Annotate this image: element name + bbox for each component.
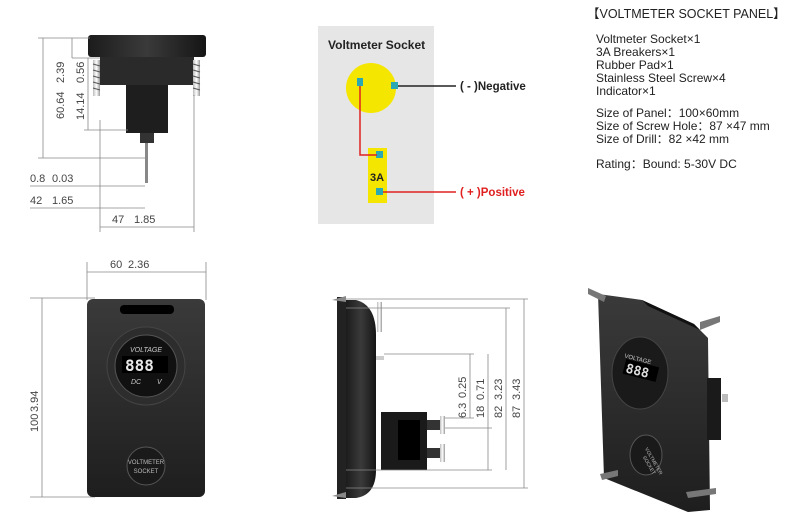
top-view-pin bbox=[145, 143, 148, 183]
dim-width: 47 bbox=[112, 214, 124, 226]
dim-front-width-in: 2.36 bbox=[128, 259, 149, 271]
spec-contents-list: Voltmeter Socket×1 3A Breakers×1 Rubber … bbox=[596, 33, 726, 98]
negative-label: ( - )Negative bbox=[460, 81, 526, 93]
dim-side-4-in: 3.43 bbox=[511, 379, 523, 400]
dim-pin-len-in: 1.65 bbox=[52, 195, 73, 207]
side-view-drawing: 6.3 0.25 18 0.71 82 3.23 87 3.43 bbox=[332, 296, 528, 499]
spec-size: Size of Panel：100×60mm bbox=[596, 106, 740, 120]
terminal-socket-pos bbox=[357, 78, 363, 86]
dim-side-2: 18 bbox=[475, 406, 487, 418]
spec-size: Size of Drill：82 ×42 mm bbox=[596, 132, 730, 146]
spec-sizes-list: Size of Panel：100×60mm Size of Screw Hol… bbox=[596, 107, 770, 146]
front-slot bbox=[120, 305, 174, 314]
top-view-housing bbox=[100, 57, 194, 85]
front-view-drawing: 60 2.36 100 3.94 VOLTAGE 888 DC V VOLTME… bbox=[29, 259, 207, 498]
side-terminal-bottom bbox=[440, 444, 445, 462]
dim-flange-in: 0.56 bbox=[75, 62, 87, 83]
dim-side-4: 87 bbox=[511, 406, 523, 418]
spec-item: Indicator×1 bbox=[596, 84, 656, 98]
perspective-socket bbox=[629, 434, 663, 476]
dim-width-in: 1.85 bbox=[134, 214, 155, 226]
dim-side-2-in: 0.71 bbox=[475, 379, 487, 400]
v-label: V bbox=[157, 379, 163, 386]
top-view-drawing: 60.64 2.39 14.14 0.56 0.8 0.03 42 1.65 4… bbox=[30, 35, 206, 232]
socket-cap-line1: VOLTMETER bbox=[128, 460, 165, 466]
dc-label: DC bbox=[131, 379, 142, 386]
dim-pin: 0.8 bbox=[30, 173, 45, 185]
spec-rating: Rating：Bound: 5-30V DC bbox=[596, 157, 737, 171]
socket-cap bbox=[126, 446, 166, 486]
top-view-flange bbox=[88, 35, 206, 57]
dim-side-3-in: 3.23 bbox=[493, 379, 505, 400]
dim-side-3: 82 bbox=[493, 406, 505, 418]
spec-size: Size of Screw Hole：87 ×47 mm bbox=[596, 119, 770, 133]
dim-side-1-in: 0.25 bbox=[457, 377, 469, 398]
spec-item: Voltmeter Socket×1 bbox=[596, 32, 701, 46]
perspective-view-drawing: VOLTAGE 888 VOLTMETER SOCKET bbox=[588, 288, 728, 512]
wire-breaker bbox=[359, 86, 377, 156]
perspective-back bbox=[707, 378, 721, 440]
perspective-digits: 888 bbox=[624, 362, 651, 382]
socket-cap-line2: SOCKET bbox=[134, 469, 159, 475]
screw-right bbox=[193, 60, 200, 96]
dim-front-width: 60 bbox=[110, 259, 122, 271]
wiring-diagram: Voltmeter Socket ( - )Negative 3A ( + )P… bbox=[318, 26, 526, 224]
wiring-title: Voltmeter Socket bbox=[328, 38, 425, 52]
dim-front-height-in: 3.94 bbox=[29, 391, 41, 412]
voltmeter-digits: 888 bbox=[125, 356, 154, 375]
socket-circle bbox=[346, 63, 396, 113]
spec-item: Rubber Pad×1 bbox=[596, 58, 674, 72]
spec-item: Stainless Steel Screw×4 bbox=[596, 71, 726, 85]
terminal-socket-neg bbox=[391, 82, 398, 89]
terminal-breaker-in bbox=[376, 151, 383, 158]
dim-pin-in: 0.03 bbox=[52, 173, 73, 185]
dim-flange: 14.14 bbox=[75, 92, 87, 120]
dim-front-height: 100 bbox=[29, 414, 41, 432]
side-terminal-top bbox=[440, 416, 445, 434]
screw-left bbox=[93, 60, 100, 96]
side-panel-body bbox=[346, 300, 376, 498]
dim-total-height-in: 2.39 bbox=[55, 62, 67, 83]
dim-pin-len: 42 bbox=[30, 195, 42, 207]
dim-total-height: 60.64 bbox=[55, 91, 67, 119]
breaker-label: 3A bbox=[370, 172, 384, 184]
terminal-breaker-out bbox=[376, 188, 383, 195]
positive-label: ( + )Positive bbox=[460, 187, 525, 199]
voltmeter-display bbox=[122, 356, 168, 373]
spec-item: 3A Breakers×1 bbox=[596, 45, 676, 59]
side-panel-front bbox=[337, 297, 346, 499]
voltage-label: VOLTAGE bbox=[130, 347, 162, 354]
top-view-back bbox=[126, 85, 168, 133]
spec-title: 【VOLTMETER SOCKET PANEL】 bbox=[587, 7, 786, 21]
dim-side-1: 6.3 bbox=[457, 403, 469, 418]
